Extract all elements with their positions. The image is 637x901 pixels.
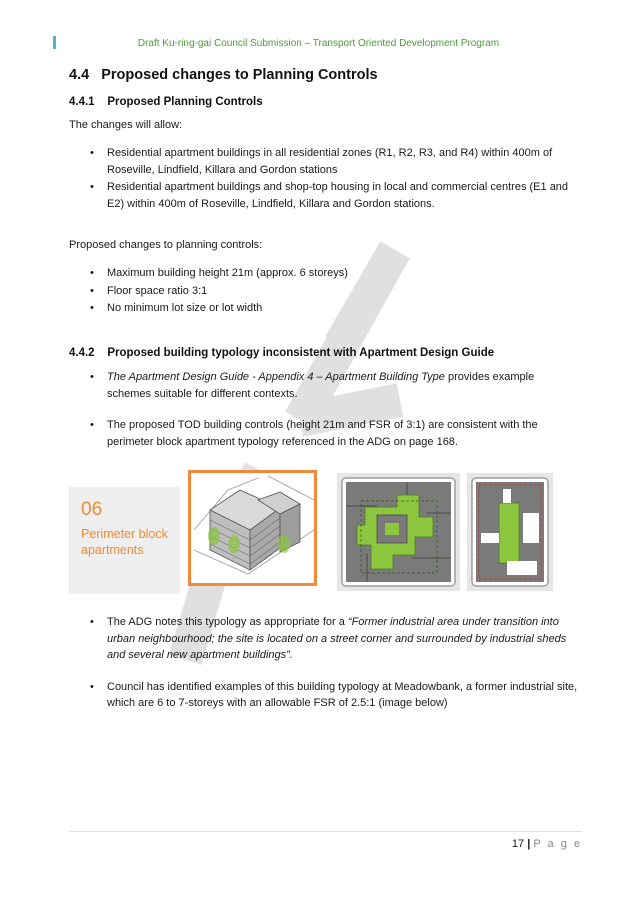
controls-intro-text: Proposed changes to planning controls:	[69, 239, 263, 251]
perimeter-block-plan-image	[337, 473, 460, 591]
page-footer: 17 | P a g e	[512, 838, 582, 850]
adg-note-lead: The ADG notes this typology as appropria…	[107, 616, 348, 628]
subsection-heading-typology: 4.4.2 Proposed building typology inconsi…	[69, 347, 495, 359]
figure-title: Perimeter block apartments	[81, 527, 168, 557]
list-item: Council has identified examples of this …	[90, 679, 580, 712]
section-heading: 4.4 Proposed changes to Planning Control…	[69, 67, 378, 83]
adg-reference-rest: provides example schemes suitable for di…	[107, 371, 535, 400]
typology-list-top: The Apartment Design Guide - Appendix 4 …	[90, 369, 580, 451]
header-accent-bar	[53, 36, 56, 49]
list-item: Floor space ratio 3:1	[90, 283, 580, 300]
list-item: Maximum building height 21m (approx. 6 s…	[90, 265, 580, 282]
controls-list: Maximum building height 21m (approx. 6 s…	[90, 265, 580, 318]
list-item: The Apartment Design Guide - Appendix 4 …	[90, 369, 580, 402]
footer-separator: |	[527, 838, 531, 850]
figure-caption-card	[69, 487, 180, 594]
intro-text: The changes will allow:	[69, 119, 183, 131]
changes-list: Residential apartment buildings in all r…	[90, 145, 580, 213]
adg-reference: The Apartment Design Guide - Appendix 4 …	[107, 371, 445, 383]
footer-divider	[69, 831, 582, 832]
subsection-heading-planning-controls: 4.4.1 Proposed Planning Controls	[69, 96, 263, 108]
page-label: P a g e	[533, 838, 582, 850]
page-number: 17	[511, 838, 525, 850]
perimeter-block-3d-image	[188, 470, 317, 586]
list-item: Residential apartment buildings in all r…	[90, 145, 580, 178]
list-item: Residential apartment buildings and shop…	[90, 179, 580, 212]
running-header: Draft Ku-ring-gai Council Submission – T…	[137, 38, 500, 49]
list-item: The ADG notes this typology as appropria…	[90, 614, 580, 664]
list-item: No minimum lot size or lot width	[90, 300, 580, 317]
perimeter-block-site-plan-image	[467, 473, 553, 591]
list-item: The proposed TOD building controls (heig…	[90, 417, 580, 450]
typology-list-bottom: The ADG notes this typology as appropria…	[90, 614, 580, 713]
adg-note-quote: “Former industrial area under transition…	[107, 616, 567, 661]
figure-number: 06	[81, 499, 103, 520]
